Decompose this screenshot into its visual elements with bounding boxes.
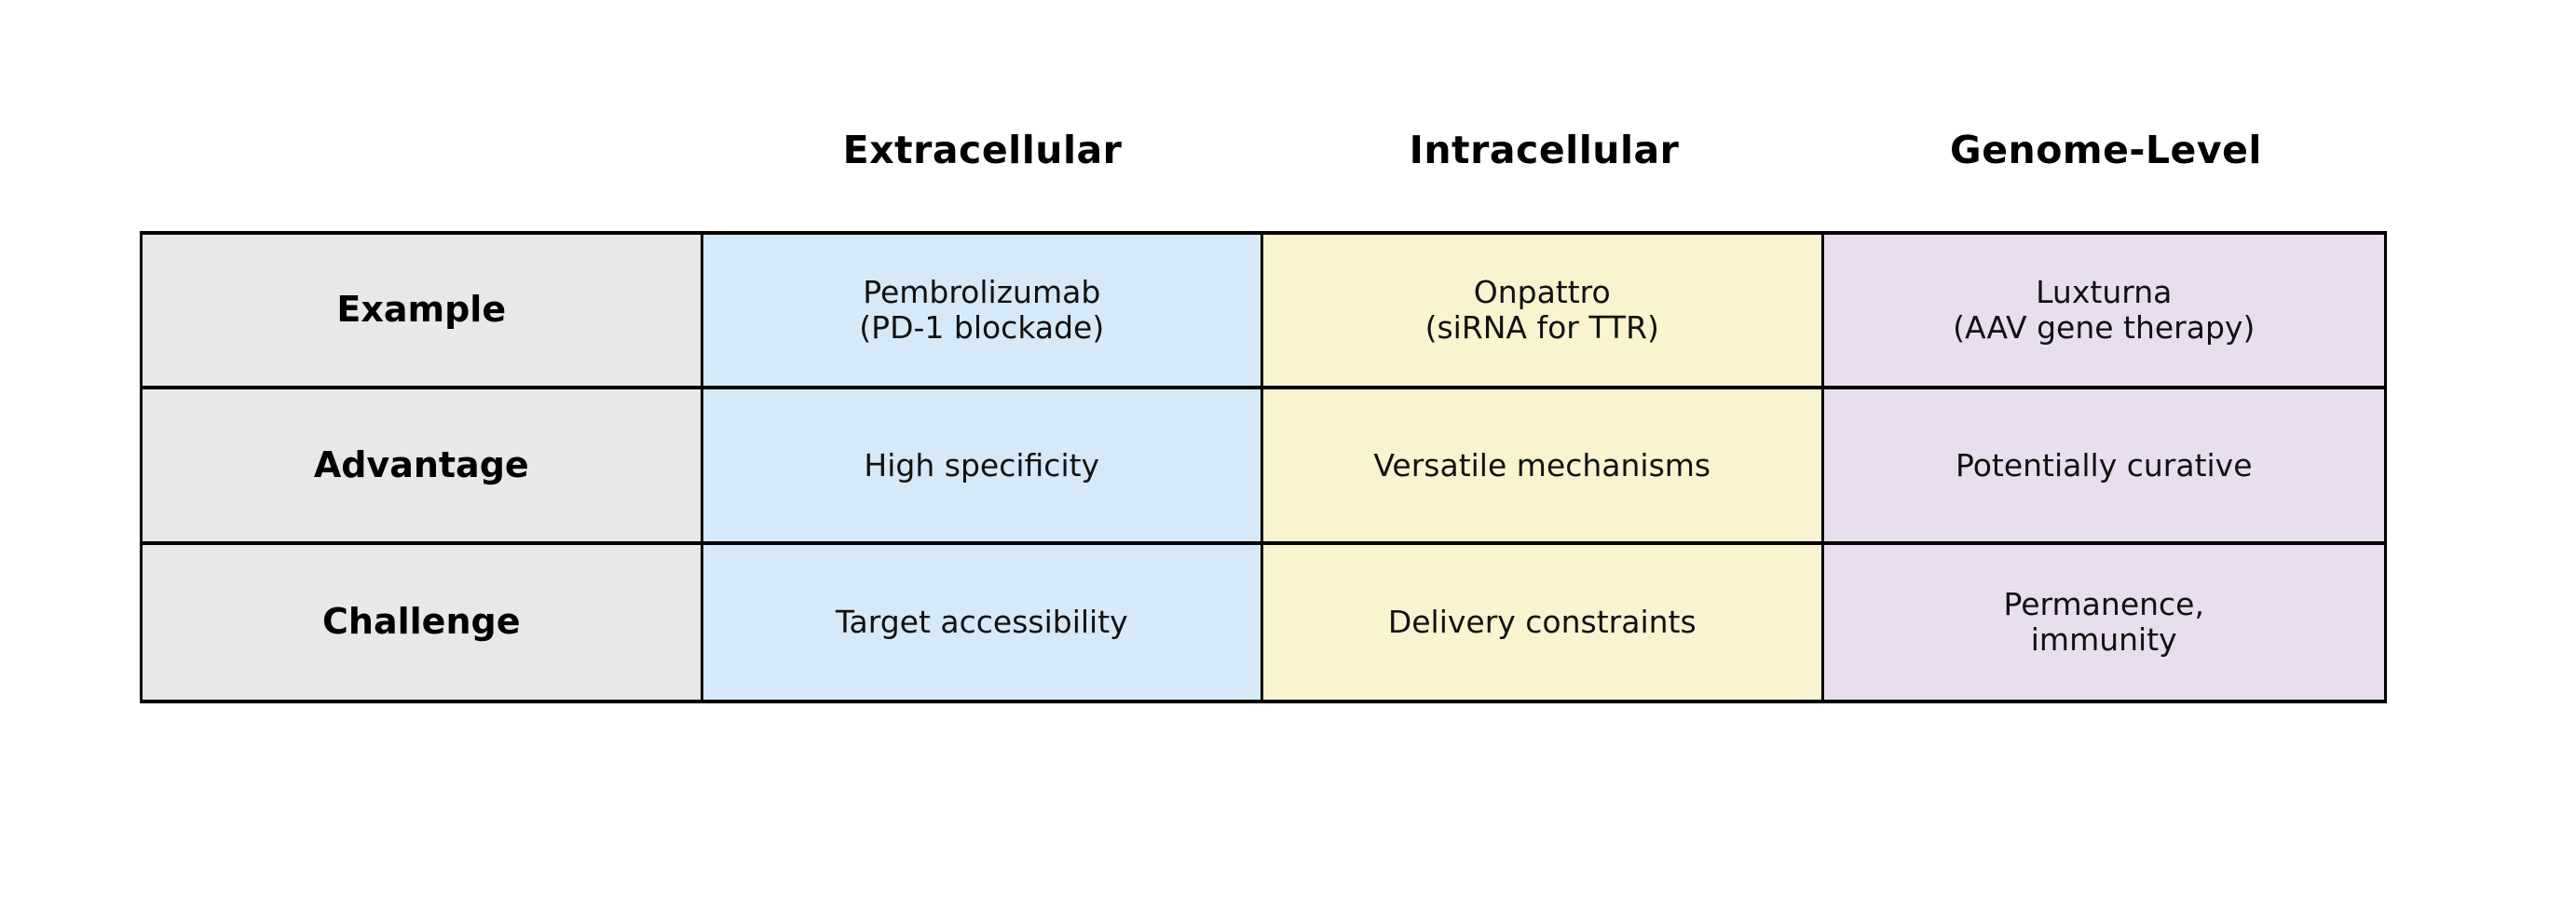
column-header-genome-level: Genome-Level xyxy=(1950,128,2262,172)
cell-challenge-intracellular: Delivery constraints xyxy=(1263,544,1824,700)
row-label-challenge: Challenge xyxy=(143,544,703,700)
cell-example-genome-level: Luxturna (AAV gene therapy) xyxy=(1823,235,2384,390)
cell-example-intracellular: Onpattro (siRNA for TTR) xyxy=(1263,235,1824,390)
column-header-row: Extracellular Intracellular Genome-Level xyxy=(140,108,2387,192)
comparison-table: Example Pembrolizumab (PD-1 blockade) On… xyxy=(140,231,2387,703)
cell-example-extracellular: Pembrolizumab (PD-1 blockade) xyxy=(702,235,1263,390)
cell-challenge-genome-level: Permanence, immunity xyxy=(1823,544,2384,700)
cell-challenge-extracellular: Target accessibility xyxy=(702,544,1263,700)
row-label-example: Example xyxy=(143,235,703,390)
column-header-intracellular: Intracellular xyxy=(1409,128,1680,172)
column-header-extracellular: Extracellular xyxy=(842,128,1123,172)
row-label-advantage: Advantage xyxy=(143,389,703,545)
cell-advantage-extracellular: High specificity xyxy=(702,389,1263,545)
cell-advantage-genome-level: Potentially curative xyxy=(1823,389,2384,545)
cell-advantage-intracellular: Versatile mechanisms xyxy=(1263,389,1824,545)
column-header-spacer xyxy=(140,108,702,192)
